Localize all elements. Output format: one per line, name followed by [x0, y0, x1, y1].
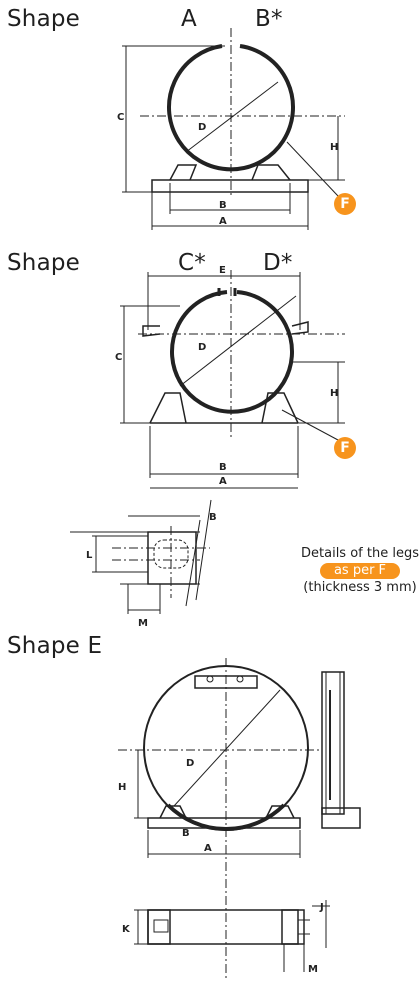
- heading-shape-c: C*: [178, 250, 206, 276]
- label-d-cd: D: [198, 342, 206, 353]
- shape-ab-drawing: [122, 28, 345, 230]
- label-k-e: K: [122, 924, 131, 935]
- legs-note-line1: Details of the legs: [301, 546, 419, 561]
- heading-shape-b: B*: [255, 6, 283, 32]
- heading-shape-d: D*: [263, 250, 293, 276]
- label-c-ab: C: [117, 112, 124, 123]
- label-b-e: B: [182, 828, 190, 839]
- heading-shape-e: Shape E: [7, 633, 103, 659]
- label-d-e: D: [186, 758, 194, 769]
- leg-detail-drawing: [70, 499, 212, 614]
- heading-shape-cd: Shape: [7, 250, 81, 276]
- label-d-ab: D: [198, 122, 206, 133]
- label-h-e: H: [118, 782, 126, 793]
- heading-shape-ab: Shape: [7, 6, 81, 32]
- label-a-cd: A: [219, 476, 227, 487]
- label-h-ab: H: [330, 142, 338, 153]
- label-b-ab: B: [219, 200, 227, 211]
- label-l-leg: L: [86, 550, 93, 561]
- label-a-e: A: [204, 843, 212, 854]
- legs-note-line3: (thickness 3 mm): [303, 580, 417, 595]
- heading-shape-a: A: [181, 6, 197, 32]
- label-m-e: M: [308, 964, 318, 975]
- f-badge-ab: F: [334, 193, 356, 215]
- label-b-cd: B: [219, 462, 227, 473]
- label-m-leg: M: [138, 618, 148, 629]
- legs-note: Details of the legs as per F (thickness …: [300, 546, 420, 596]
- label-a-ab: A: [219, 216, 227, 227]
- shape-cd-drawing: [120, 270, 345, 489]
- label-c-cd: C: [115, 352, 122, 363]
- label-b-leg: B: [209, 512, 217, 523]
- shape-e-drawing: [118, 658, 361, 981]
- label-j-e: J: [319, 902, 324, 913]
- label-e-cd: E: [219, 265, 226, 276]
- f-badge-cd: F: [334, 437, 356, 459]
- label-h-cd: H: [330, 388, 338, 399]
- legs-note-pill: as per F: [319, 563, 401, 579]
